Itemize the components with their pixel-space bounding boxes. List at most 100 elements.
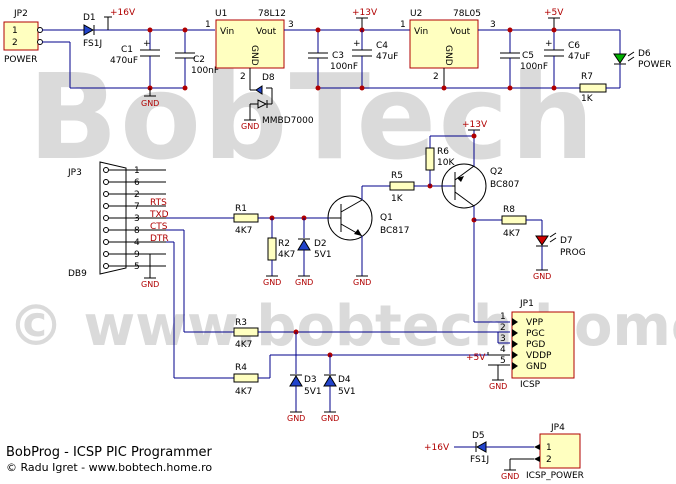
u1-body: [215, 19, 285, 69]
c6-ref: C6: [568, 41, 580, 51]
jp3-pin-1: 1: [134, 166, 140, 176]
gnd-jp4: GND: [501, 472, 519, 481]
d7-ref: D7: [560, 236, 573, 246]
c5-ref: C5: [522, 51, 534, 61]
u2-p1: 1: [400, 20, 406, 30]
jp3-pin-7: 7: [134, 202, 140, 212]
jp1-pin1: 1: [500, 312, 506, 322]
d6-value: POWER: [638, 60, 671, 70]
d6-ref: D6: [638, 49, 651, 59]
jp2-pin2-dot: [37, 39, 43, 45]
r4-body: [233, 373, 259, 383]
rail-13v: +13V: [352, 8, 378, 18]
jp2-pin1: 1: [12, 26, 18, 36]
jp1-sig-vpp: VPP: [526, 318, 544, 328]
c1-polarity: +: [143, 39, 151, 49]
jp1-pins: [512, 318, 518, 370]
c6-value: 47uF: [568, 52, 590, 62]
d4-zener: [323, 375, 337, 387]
c4-ref: C4: [376, 41, 388, 51]
r8-body: [501, 215, 527, 225]
r7-ref: R7: [581, 72, 593, 82]
jp1-body: [511, 311, 575, 379]
u2-vin: Vin: [414, 27, 428, 37]
jp1-pin3: 3: [500, 334, 506, 344]
jp3-pin-2: 2: [134, 190, 140, 200]
d8-upper: [255, 85, 263, 95]
d1-ref: D1: [83, 13, 96, 23]
u1-p2: 2: [240, 72, 246, 82]
d4-value: 5V1: [338, 387, 356, 397]
c4-value: 47uF: [376, 52, 398, 62]
gnd-c1: GND: [141, 99, 159, 108]
d8-value: MMBD7000: [262, 116, 314, 126]
jp1-sig-pgc: PGC: [526, 329, 545, 339]
footer-credit: © Radu Igret - www.bobtech.home.ro: [6, 461, 212, 474]
c3-ref: C3: [332, 51, 344, 61]
gnd-db9: GND: [141, 280, 159, 289]
c1-value: 470uF: [110, 56, 138, 66]
gnd-d8: GND: [241, 122, 259, 131]
d1-value: FS1J: [83, 39, 102, 49]
r5-ref: R5: [391, 171, 403, 181]
jp3-pin-4: 4: [134, 238, 140, 248]
c6-polarity: +: [545, 39, 553, 49]
jp2-pin2: 2: [12, 38, 18, 48]
jp3-pin-9: 9: [134, 250, 140, 260]
q1-body: [327, 195, 373, 241]
r7-value: 1K: [581, 94, 594, 104]
u1-part: 78L12: [258, 9, 286, 19]
d2-value: 5V1: [314, 250, 332, 260]
u2-p3: 3: [490, 20, 496, 30]
u2-gnd: GND: [443, 45, 453, 66]
d5-diode: [475, 441, 487, 453]
gnd-d4: GND: [321, 414, 339, 423]
jp1-pin5: 5: [500, 356, 506, 366]
d8-ref: D8: [262, 73, 275, 83]
c5-value: 100nF: [520, 62, 548, 72]
watermark-large: BobTech: [28, 48, 596, 186]
jp2-ref: JP2: [13, 9, 28, 19]
d3-value: 5V1: [304, 387, 322, 397]
u1-vout: Vout: [256, 27, 277, 37]
jp3-pins: [103, 167, 166, 269]
q1-ref: Q1: [380, 213, 393, 223]
r8-ref: R8: [503, 205, 515, 215]
sig-rts: RTS: [150, 198, 167, 208]
u1-ref: U1: [215, 9, 227, 19]
r6-value: 10K: [437, 158, 455, 168]
rail-5v-b: +5V: [466, 353, 486, 363]
u2-part: 78L05: [453, 9, 481, 19]
q2-body: [441, 163, 487, 209]
gnd-d3: GND: [287, 414, 305, 423]
r6-ref: R6: [437, 147, 449, 157]
c4-polarity: +: [353, 39, 361, 49]
d6-led: [613, 53, 627, 64]
r3-ref: R3: [235, 318, 247, 328]
r5-body: [389, 181, 415, 191]
u2-vout: Vout: [450, 27, 471, 37]
jp3-pin-5: 5: [134, 262, 140, 272]
rail-16v-b: +16V: [424, 443, 450, 453]
jp3-pin-6: 6: [134, 178, 140, 188]
gnd-r2: GND: [263, 278, 281, 287]
rail-13v-b: +13V: [462, 120, 488, 130]
r2-ref: R2: [278, 239, 290, 249]
r2-value: 4K7: [278, 250, 295, 260]
u2-ref: U2: [410, 9, 422, 19]
u1-gnd: GND: [249, 45, 259, 66]
c2-value: 100nF: [191, 66, 219, 76]
r7-body: [579, 83, 607, 93]
jp1-ref: JP1: [519, 299, 534, 309]
jp1-pin4: 4: [500, 345, 506, 355]
r3-body: [233, 327, 259, 337]
footer-title: BobProg - ICSP PIC Programmer: [6, 445, 212, 460]
rail-5v: +5V: [544, 8, 564, 18]
r2-body: [267, 237, 277, 261]
jp3-pin-3: 3: [134, 214, 140, 224]
q2-ref: Q2: [490, 167, 503, 177]
r5-value: 1K: [391, 194, 404, 204]
watermark-url: © www.bobtech.home.ro: [8, 294, 676, 359]
u2-p2: 2: [433, 72, 439, 82]
